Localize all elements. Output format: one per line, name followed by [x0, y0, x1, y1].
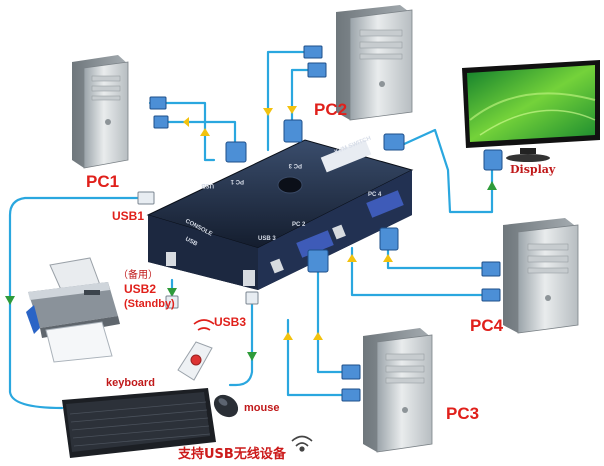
arrow-green-left	[5, 296, 15, 305]
keyboard	[62, 388, 216, 458]
pc4-tower	[503, 218, 579, 334]
cable-usb3	[228, 293, 254, 387]
usb3-label: USB3	[214, 315, 247, 329]
kvm-pc3-text: PC 3	[288, 162, 302, 168]
flow-arrows	[5, 106, 497, 361]
kvm-usbtop-text: USB	[201, 182, 214, 188]
plug-display-a	[383, 133, 405, 151]
wifi-icon	[291, 435, 313, 452]
kvm-usb3-text: USB 3	[258, 236, 276, 242]
arrow-green-usb2	[167, 288, 177, 297]
printer	[26, 257, 120, 363]
connector-plugs	[137, 45, 503, 402]
cable-pc2-usb	[266, 50, 320, 152]
pc3-tower	[363, 328, 433, 453]
mouse	[213, 394, 239, 418]
arrow-yellow-pc1b	[183, 117, 189, 127]
pc4-label: PC4	[470, 316, 504, 335]
arrow-yellow-pc4b	[383, 254, 393, 262]
kvm-switch	[146, 139, 414, 290]
plug-pc2-vga	[307, 62, 327, 78]
plug-pc1-usb	[149, 96, 167, 110]
usb2-note-cn-label: （备用）	[118, 270, 158, 281]
usb2-label: USB2	[124, 282, 157, 296]
kvm-pc4-text: PC 4	[368, 192, 382, 198]
plug-pc3-vga	[341, 364, 361, 380]
arrow-yellow-pc3b	[283, 332, 293, 340]
arrow-yellow-pc2a	[263, 108, 273, 116]
cable-pc1-vga	[158, 120, 237, 147]
wireless-support-label: 支持USB无线设备	[178, 447, 286, 462]
pc3-label: PC3	[446, 404, 480, 423]
monitor-display	[462, 60, 600, 162]
kvm-pc1-text: PC 1	[230, 178, 244, 184]
display-label: Display	[510, 163, 556, 176]
arrow-yellow-pc4a	[347, 254, 357, 262]
plug-pc2-usb	[303, 45, 323, 59]
cable-pc3-usb	[286, 318, 352, 397]
plug-usb1-cable	[137, 191, 155, 205]
pc1-tower	[72, 55, 129, 169]
usb1-label: USB1	[112, 209, 145, 223]
wireless-remote	[177, 319, 215, 381]
cable-pc4-usb	[350, 246, 492, 297]
cable-display	[400, 128, 494, 214]
plug-pc1-vga	[153, 115, 169, 129]
kvm-pc2-text: PC 2	[292, 222, 306, 228]
mouse-label: mouse	[244, 402, 280, 414]
pc2-label: PC2	[314, 100, 348, 119]
plug-pc4-vga	[481, 261, 501, 277]
plug-pc4-usb	[481, 288, 501, 302]
cable-pc4-vga	[386, 233, 492, 270]
arrow-green-usb3	[247, 352, 257, 361]
plug-usb3-cable	[245, 291, 259, 305]
pc1-label: PC1	[86, 172, 120, 191]
cable-pc3-vga	[316, 246, 354, 374]
plug-switch-pc1-vga	[225, 141, 247, 163]
plug-switch-pc2-vga	[283, 119, 303, 143]
cable-usb1	[8, 196, 154, 410]
arrow-yellow-pc3a	[313, 332, 323, 340]
plug-pc3-usb	[341, 388, 361, 402]
plug-display-b	[483, 149, 503, 171]
keyboard-label: keyboard	[106, 377, 155, 389]
pc2-tower	[336, 5, 413, 121]
plug-usb2-cable	[165, 295, 179, 309]
arrow-green-display	[487, 181, 497, 190]
plug-switch-pc4-vga	[379, 227, 399, 251]
arrow-yellow-pc1a	[200, 128, 210, 136]
usb2-standby-label: (Standby)	[124, 298, 175, 310]
arrow-yellow-pc2b	[287, 106, 297, 114]
plug-switch-pc3-vga	[307, 249, 329, 273]
kvm-usb-text: USB	[184, 236, 199, 248]
